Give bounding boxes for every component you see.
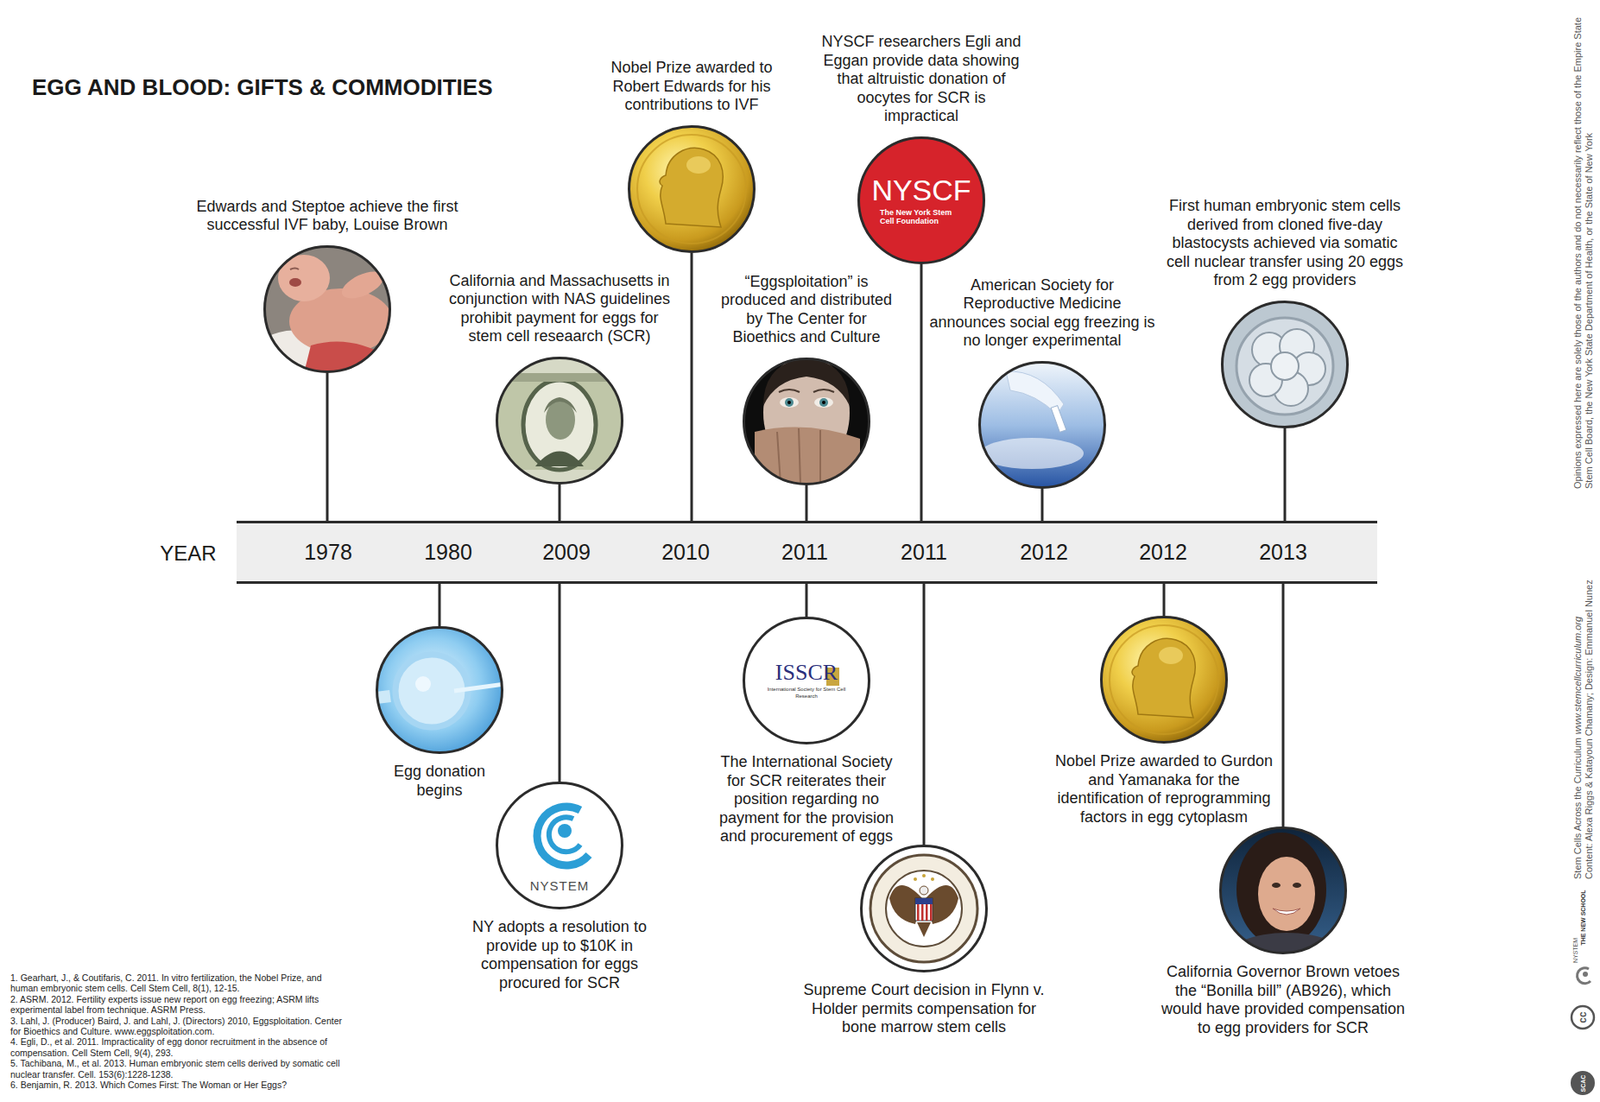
timeline-event: Supreme Court decision in Flynn v. Holde… [798,844,1050,1038]
logo-text: NYSCF [871,175,971,205]
logo-text: THE NEW SCHOOL [1579,886,1588,948]
timeline-stick [326,373,329,521]
event-circle: NYSCF The New York Stem Cell Foundation [857,136,986,265]
timeline-event: California Governor Brown vetoes the “Bo… [1157,826,1410,1038]
event-circle [742,357,871,486]
logo-text: NYSTEM [1571,928,1580,972]
timeline-event: Nobel Prize awarded to Gurdon and Yamana… [1054,615,1275,827]
year-label: 2009 [542,539,591,565]
credit-line: Stem Cells Across the Curriculum www.stem… [1572,533,1584,880]
event-caption: California and Massachusetts in conjunct… [445,271,675,347]
reference-item: 5. Tachibana, M., et al. 2013. Human emb… [10,1057,344,1080]
timeline-stick [920,264,924,521]
timeline-event: Edwards and Steptoe achieve the first su… [193,197,462,374]
credit-url: www.stemcellcurriculum.org [1572,616,1583,734]
year-cell: 2009 [527,520,606,584]
year-cell: 2010 [646,520,725,584]
year-cell: 1978 [289,520,367,584]
timeline-event: NYSTEM NY adopts a resolution to provide … [451,781,668,993]
year-label: 2011 [900,539,948,565]
event-caption: First human embryonic stem cells derived… [1163,196,1406,291]
event-circle [627,125,756,253]
event-circle [1219,826,1348,955]
year-cell: 2012 [1005,520,1083,584]
credit-block: Stem Cells Across the Curriculum www.stem… [1572,533,1595,880]
timeline-stick [690,252,694,521]
year-cell: 2013 [1244,520,1322,584]
timeline-stick [805,583,809,617]
timeline-stick [1163,583,1166,616]
timeline-event: ISSCR International Society for Stem Cell… [710,616,903,847]
event-circle [375,626,504,754]
event-caption: California Governor Brown vetoes the “Bo… [1157,962,1410,1038]
timeline-stick [805,485,809,521]
event-circle [263,245,392,374]
event-caption: “Eggsploitation” is produced and distrib… [718,272,896,348]
year-cell: 2011 [765,520,844,584]
reference-list: 1. Gearhart, J., & Coutifaris, C. 2011. … [10,972,344,1090]
event-caption: Nobel Prize awarded to Gurdon and Yamana… [1054,752,1275,827]
timeline-stick [1283,428,1287,521]
reference-item: 6. Benjamin, R. 2013. Which Comes First:… [10,1079,344,1090]
timeline-event: Nobel Prize awarded to Robert Edwards fo… [607,58,777,253]
logo-text: International Society for Stem Cell Rese… [758,686,855,699]
credit-text: Content: Alexa Riggs & Katayoun Chamany;… [1583,579,1594,880]
timeline-stick [923,583,926,845]
timeline-stick [438,583,442,627]
logo-text: NYSTEM [530,878,590,893]
year-label: 2013 [1258,539,1308,565]
event-caption: Supreme Court decision in Flynn v. Holde… [798,980,1050,1038]
reference-item: 2. ASRM. 2012. Fertility experts issue n… [10,993,344,1016]
event-circle [495,356,624,485]
event-caption: NY adopts a resolution to provide up to … [451,917,668,993]
timeline-event: First human embryonic stem cells derived… [1163,196,1406,429]
logo-text: SCAC [1579,1071,1588,1095]
timeline-event: NYSCF researchers Egli and Eggan provide… [817,32,1025,265]
event-circle [978,360,1107,489]
axis-label: YEAR [145,540,232,567]
year-label: 2010 [661,539,710,565]
year-label: 1978 [303,539,353,565]
event-circle [1220,300,1349,429]
event-circle: NYSTEM [495,781,624,910]
reference-item: 3. Lahl, J. (Producer) Baird, J. and Lah… [10,1015,344,1038]
event-caption: Egg donation begins [387,762,492,800]
timeline-event: American Society for Reproductive Medici… [925,276,1159,489]
diagram-title: EGG AND BLOOD: GIFTS & COMMODITIES [31,74,493,102]
year-cell: 2012 [1124,520,1202,584]
event-caption: NYSCF researchers Egli and Eggan provide… [817,32,1025,127]
timeline-stick [1282,583,1285,827]
logo-text: ISSCR [775,661,838,684]
year-cell: 1980 [409,520,487,584]
year-cell: 2011 [885,520,963,584]
timeline-event: Egg donation begins [375,626,504,800]
logo-text: cc [1576,1008,1589,1026]
timeline-stick [558,484,562,521]
event-circle [860,844,988,973]
logo-text: The New York Stem Cell Foundation [879,208,963,227]
credit-text: Stem Cells Across the Curriculum [1572,737,1583,880]
year-label: 2011 [781,539,829,565]
event-caption: American Society for Reproductive Medici… [925,276,1159,351]
year-label: 2012 [1138,539,1188,565]
timeline-stick [1041,488,1044,521]
event-circle: ISSCR International Society for Stem Cell… [742,616,871,745]
event-circle [1100,615,1228,744]
event-caption: Edwards and Steptoe achieve the first su… [193,197,462,235]
timeline-event: “Eggsploitation” is produced and distrib… [718,272,896,486]
event-caption: Nobel Prize awarded to Robert Edwards fo… [607,58,777,115]
year-label: 1980 [423,539,473,565]
disclaimer-note: Opinions expressed here are solely those… [1572,5,1595,489]
event-caption: The International Society for SCR reiter… [710,752,903,847]
reference-item: 4. Egli, D., et al. 2011. Impracticality… [10,1036,344,1058]
timeline-event: California and Massachusetts in conjunct… [445,271,675,485]
timeline-stick [558,583,562,782]
reference-item: 1. Gearhart, J., & Coutifaris, C. 2011. … [10,972,344,994]
year-label: 2012 [1019,539,1069,565]
credit-line: Content: Alexa Riggs & Katayoun Chamany;… [1583,533,1595,880]
